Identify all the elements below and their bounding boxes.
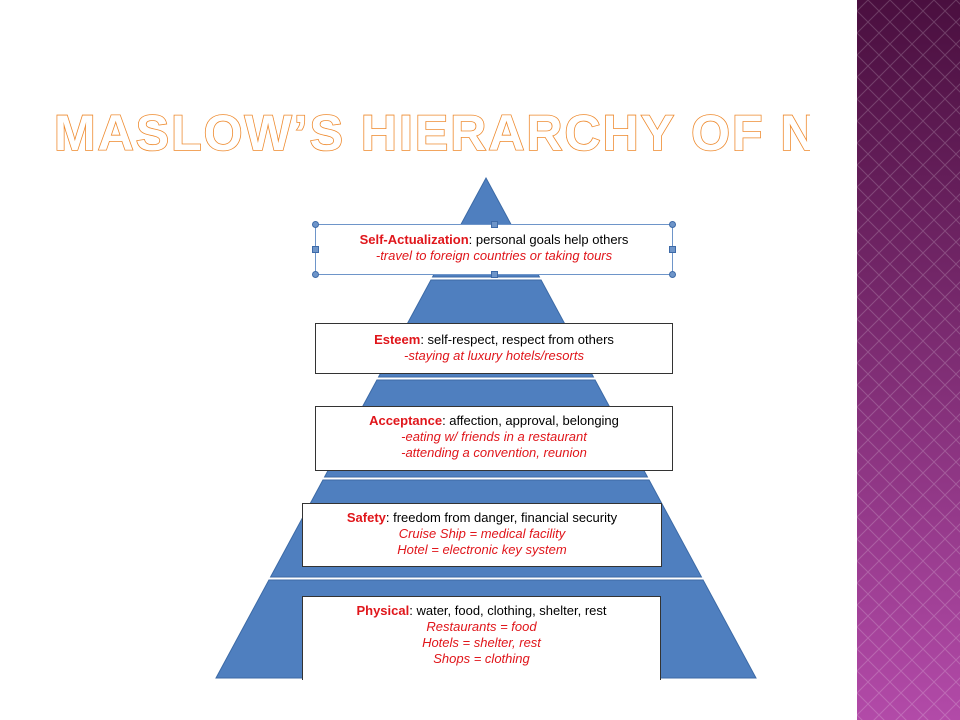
selection-handle[interactable] <box>312 271 319 278</box>
selection-handle[interactable] <box>491 271 498 278</box>
need-example: Shops = clothing <box>433 651 530 666</box>
need-description: : personal goals help others <box>468 232 629 247</box>
selection-handle[interactable] <box>669 221 676 228</box>
selection-handle[interactable] <box>669 246 676 253</box>
need-name: Self-Actualization <box>359 232 469 247</box>
selection-handle[interactable] <box>491 221 498 228</box>
need-name: Esteem <box>374 332 421 347</box>
need-description: : self-respect, respect from others <box>420 332 614 347</box>
selection-handle[interactable] <box>312 221 319 228</box>
need-example: -attending a convention, reunion <box>401 445 587 460</box>
need-example: Hotels = shelter, rest <box>422 635 541 650</box>
need-box-esteem[interactable]: Esteem: self-respect, respect from other… <box>315 323 673 374</box>
need-box-self-actualization[interactable]: Self-Actualization: personal goals help … <box>312 221 676 278</box>
need-description: : affection, approval, belonging <box>442 413 619 428</box>
selection-handle[interactable] <box>669 271 676 278</box>
need-example: -eating w/ friends in a restaurant <box>401 429 587 444</box>
need-name: Safety <box>346 510 386 525</box>
need-example: Cruise Ship = medical facility <box>398 526 566 541</box>
need-box-physical[interactable]: Physical: water, food, clothing, shelter… <box>302 596 661 680</box>
need-box-acceptance[interactable]: Acceptance: affection, approval, belongi… <box>315 406 673 471</box>
need-box-safety[interactable]: Safety: freedom from danger, financial s… <box>302 503 662 567</box>
need-example: -staying at luxury hotels/resorts <box>404 348 584 363</box>
need-name: Physical <box>356 603 410 618</box>
selection-handle[interactable] <box>312 246 319 253</box>
need-example: Hotel = electronic key system <box>397 542 567 557</box>
need-description: : freedom from danger, financial securit… <box>385 510 618 525</box>
slide-title: Maslow’s Hierarchy of Needs <box>53 104 810 160</box>
need-name: Acceptance <box>369 413 443 428</box>
need-example: Restaurants = food <box>426 619 537 634</box>
decorative-side-band <box>857 0 960 720</box>
need-description: : water, food, clothing, shelter, rest <box>409 603 607 618</box>
slide-title-text: Maslow’s Hierarchy of Needs <box>54 105 810 160</box>
need-example: -travel to foreign countries or taking t… <box>375 248 613 263</box>
